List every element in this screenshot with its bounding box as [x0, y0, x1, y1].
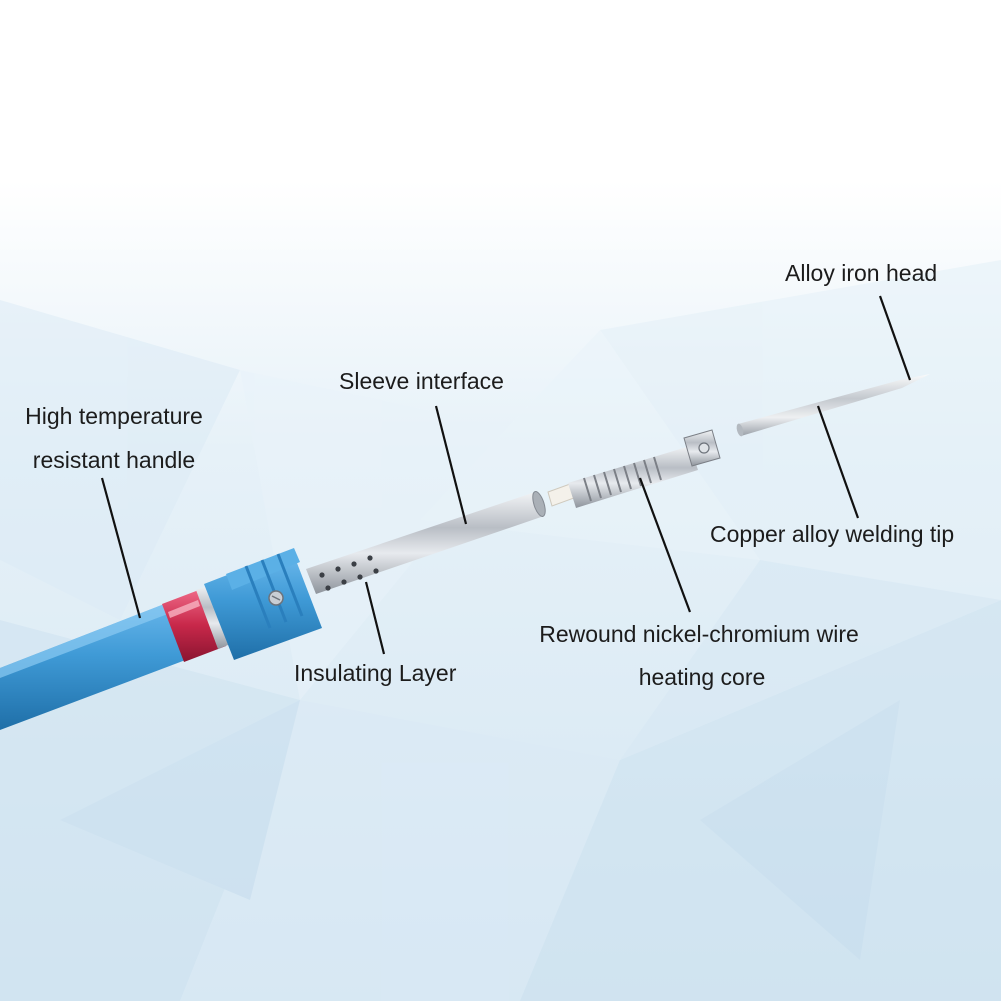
- label-sleeve-interface: Sleeve interface: [339, 367, 504, 395]
- label-alloy-iron-head: Alloy iron head: [785, 259, 937, 287]
- label-core-line1: Rewound nickel-chromium wire: [539, 620, 859, 648]
- label-insulating-layer: Insulating Layer: [294, 659, 456, 687]
- label-copper-welding-tip: Copper alloy welding tip: [710, 520, 954, 548]
- label-handle-line1: High temperature: [25, 402, 203, 430]
- label-core-line2: heating core: [639, 663, 766, 691]
- label-handle-line2: resistant handle: [33, 446, 195, 474]
